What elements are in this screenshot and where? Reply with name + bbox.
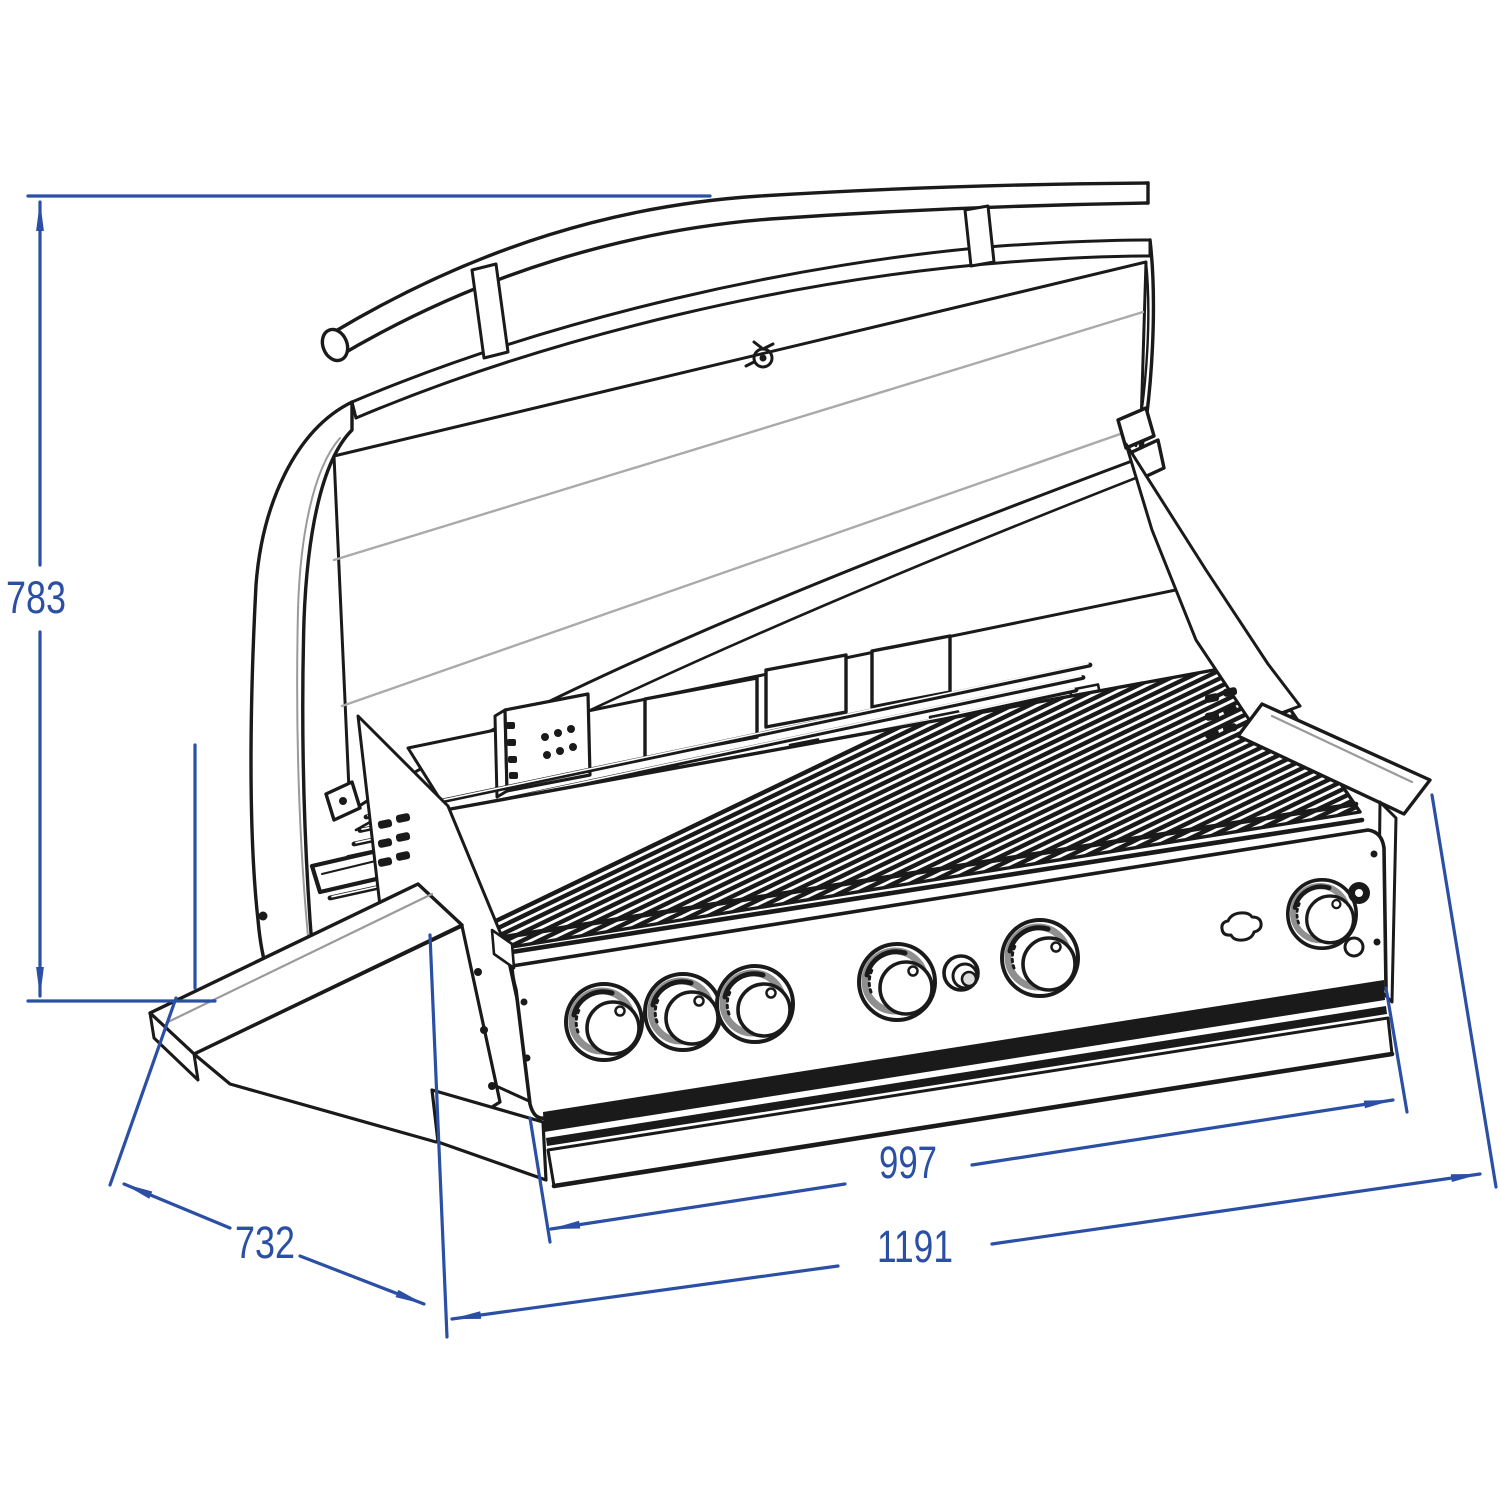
line	[895, 662, 1360, 892]
line	[520, 677, 1086, 948]
dimension-depth: 732	[108, 933, 449, 1339]
vent-slot	[1222, 687, 1238, 697]
dim-height-label: 783	[6, 572, 66, 623]
vent-slot	[395, 851, 411, 861]
vent-slot	[1204, 729, 1220, 739]
dimension-annotations: 783 732 997 1191	[6, 194, 1498, 1339]
line	[363, 662, 1093, 820]
line	[495, 681, 1061, 948]
dimension-cutout-width: 997	[528, 986, 1409, 1244]
vent-slot	[1204, 693, 1220, 703]
line	[1120, 662, 1360, 857]
light-indicator-icon	[1343, 882, 1370, 958]
line	[445, 692, 986, 948]
dim-overall-width-label: 1191	[877, 1221, 953, 1272]
vent-slot	[377, 857, 393, 867]
vent-slot	[1222, 723, 1238, 733]
line	[545, 673, 1111, 947]
burner-knob-1	[566, 984, 642, 1060]
burner-knob-3	[717, 966, 793, 1042]
control-panel	[490, 828, 1388, 1121]
left-vents	[377, 813, 411, 867]
front-lower-bands	[430, 980, 1395, 1189]
line	[620, 662, 1186, 935]
line	[695, 662, 1261, 924]
line	[570, 669, 1136, 943]
line	[595, 665, 1161, 939]
right-vents	[1204, 687, 1238, 739]
line	[920, 662, 1360, 888]
line	[945, 662, 1360, 884]
right-flange	[1236, 702, 1432, 816]
thermometer-mount-icon	[744, 340, 775, 369]
bracket-box-holes	[506, 722, 577, 779]
burner-knob-2	[645, 974, 721, 1050]
dimension-height: 783	[6, 194, 712, 1003]
line	[670, 662, 1236, 928]
line	[1423, 538, 1500, 807]
line	[645, 662, 1211, 931]
line	[1195, 662, 1360, 845]
burner-knob-4	[859, 944, 935, 1020]
line	[1095, 662, 1360, 861]
vent-slot	[1222, 705, 1238, 715]
line	[367, 662, 1089, 817]
vent-slot	[395, 813, 411, 823]
burner-knob-5	[1002, 920, 1078, 996]
vent-slot	[377, 819, 393, 829]
vent-slot	[1204, 711, 1220, 721]
burner-knob-6	[1288, 880, 1356, 948]
line	[445, 688, 1011, 948]
line	[1245, 662, 1360, 837]
right-side-panel	[1124, 442, 1432, 1004]
line	[1145, 662, 1360, 853]
sleeve-bottom-corner	[430, 1088, 548, 1182]
cooking-grates	[433, 538, 1500, 956]
line	[1170, 662, 1360, 849]
hood-handle	[320, 181, 1150, 363]
hood-hinges	[324, 406, 1166, 822]
left-sleeve-and-flange	[148, 882, 502, 1144]
grill-drawing	[148, 181, 1500, 1189]
dim-cutout-width-label: 997	[879, 1137, 937, 1188]
line	[745, 662, 1311, 916]
vent-slot	[377, 838, 393, 848]
gas-symbol-icon	[1220, 911, 1263, 942]
vent-slot	[395, 832, 411, 842]
left-flange-lip	[148, 1011, 200, 1082]
ignition-button	[942, 954, 980, 992]
line	[1220, 662, 1360, 841]
dim-depth-label: 732	[235, 1217, 295, 1268]
line	[720, 662, 1286, 920]
line	[470, 685, 1036, 948]
dimension-overall-width: 1191	[450, 793, 1498, 1321]
